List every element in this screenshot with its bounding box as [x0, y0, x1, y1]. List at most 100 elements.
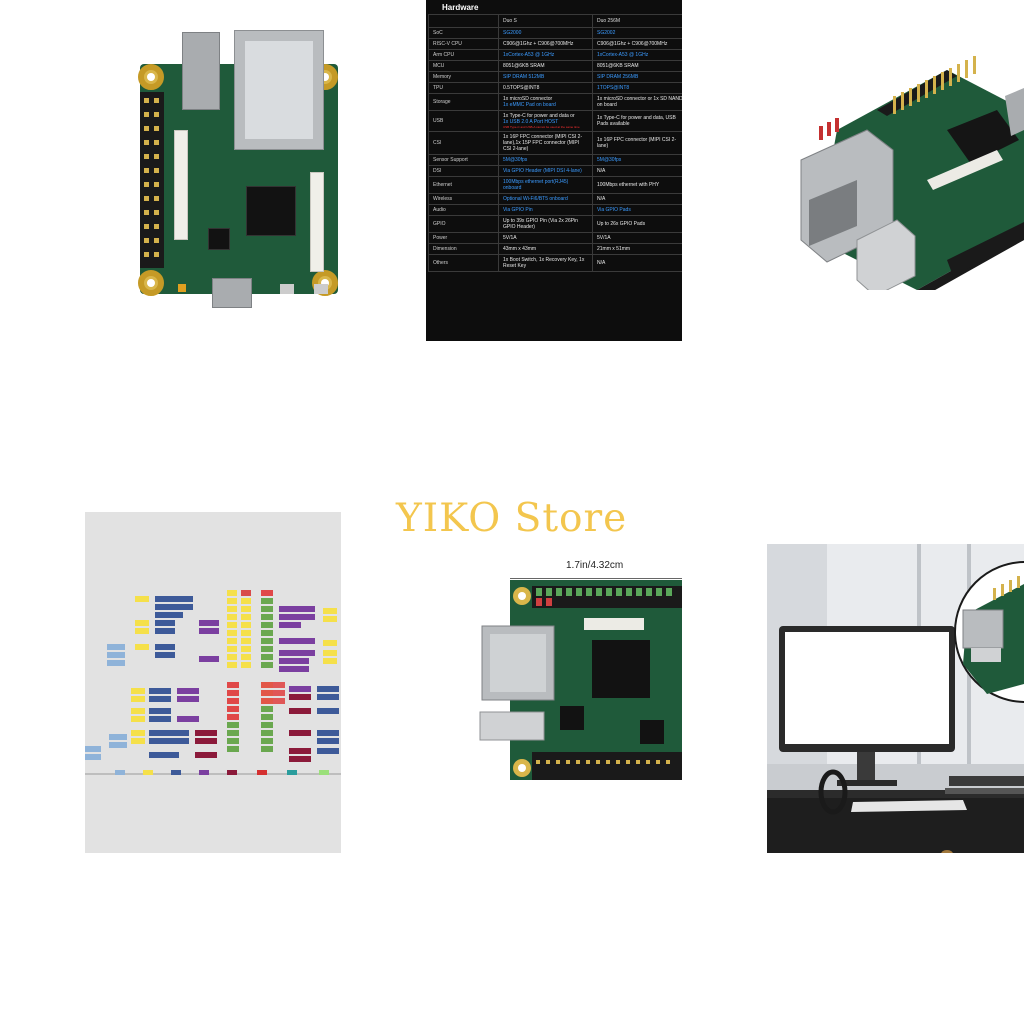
- spec-row-label: Sensor Support: [428, 154, 499, 166]
- ethernet-port: [234, 30, 324, 150]
- spec-value: Optional Wi-Fi6/BT5 onboard: [503, 196, 568, 202]
- spec-row-label: Power: [428, 232, 499, 244]
- spec-cell-duo-256m: 1xCortex-A53 @ 1GHz: [592, 49, 682, 61]
- store-watermark: YIKO Store: [396, 496, 628, 541]
- spec-row-label: Storage: [428, 93, 499, 111]
- fpc-connector: [174, 130, 188, 240]
- soc-chip: [246, 186, 296, 236]
- table-row: MCU 8051@6KB SRAM 8051@6KB SRAM: [428, 60, 682, 72]
- spec-row-label: USB: [428, 110, 499, 132]
- mounting-hole: [138, 270, 164, 296]
- usb-a-port: [182, 32, 220, 110]
- spec-cell-duo-s: SIP DRAM 512MB: [498, 71, 593, 83]
- usb-c-port: [212, 278, 252, 308]
- spec-row-label: Arm CPU: [428, 49, 499, 61]
- spec-cell-duo-s: SG2000: [498, 27, 593, 39]
- board-angle-view-image[interactable]: [797, 40, 1024, 290]
- spec-cell-duo-256m: SG2002: [592, 27, 682, 39]
- spec-value: 5M@30fps: [503, 157, 528, 163]
- ic-chip: [208, 228, 230, 250]
- column-header: [428, 14, 499, 28]
- spec-cell-duo-s: Via GPIO Pin: [498, 204, 593, 216]
- pinout-diagram-image[interactable]: [85, 512, 341, 853]
- spec-row-label: CSI: [428, 131, 499, 155]
- spec-cell-duo-256m: N/A: [592, 165, 682, 177]
- spec-row-label: Memory: [428, 71, 499, 83]
- component: [314, 284, 328, 294]
- spec-value: 100Mbps ethernet port(RJ45) onboard: [503, 179, 569, 191]
- spec-cell-duo-256m: N/A: [592, 254, 682, 272]
- column-header: Duo S: [498, 14, 593, 28]
- spec-title: Hardware: [442, 3, 479, 12]
- spec-cell-duo-s: Via GPIO Header (MIPI DSI 4-lane): [498, 165, 593, 177]
- dimension-line: [510, 578, 682, 579]
- table-row: Memory SIP DRAM 512MB SIP DRAM 256MB: [428, 71, 682, 83]
- spec-row-label: TPU: [428, 82, 499, 94]
- spec-cell-duo-256m: 5M@30fps: [592, 154, 682, 166]
- fpc-connector: [310, 172, 324, 272]
- spec-cell-duo-256m: Via GPIO Pads: [592, 204, 682, 216]
- spec-cell-duo-256m: 21mm x 51mm: [592, 243, 682, 255]
- table-row: Ethernet 100Mbps ethernet port(RJ45) onbo…: [428, 176, 682, 194]
- spec-cell-duo-256m: 1TOPS@INT8: [592, 82, 682, 94]
- spec-value: 43mm x 43mm: [503, 246, 537, 252]
- spec-cell-duo-256m: 100Mbps ethernet with PHY: [592, 176, 682, 194]
- spec-value: 1x USB 2.0 A Port HOST: [503, 119, 559, 125]
- mounting-hole: [138, 64, 164, 90]
- spec-value: Via GPIO Pin: [503, 207, 533, 213]
- spec-cell-duo-s: 100Mbps ethernet port(RJ45) onboard: [498, 176, 593, 194]
- spec-cell-duo-s: 1x 16P FPC connector (MIPI CSI 2-lane),1…: [498, 131, 593, 155]
- spec-cell-duo-256m: 1x Type-C for power and data, USB Pads a…: [592, 110, 682, 132]
- spec-cell-duo-256m: SIP DRAM 256MB: [592, 71, 682, 83]
- spec-row-label: SoC: [428, 27, 499, 39]
- table-row: Sensor Support 5M@30fps 5M@30fps: [428, 154, 682, 166]
- spec-row-label: Dimension: [428, 243, 499, 255]
- desk-scene-illustration: [767, 544, 1024, 853]
- spec-note: USB Type-C and USB-A cannot be used at t…: [503, 125, 580, 129]
- spec-cell-duo-256m: 1x microSD connector or 1x SD NAND on bo…: [592, 93, 682, 111]
- table-row: SoC SG2000 SG2002: [428, 27, 682, 39]
- pinout-illustration: [85, 590, 341, 775]
- component: [280, 284, 294, 294]
- spec-cell-duo-s: 0.5TOPS@INT8: [498, 82, 593, 94]
- spec-value: SIP DRAM 512MB: [503, 74, 545, 80]
- spec-cell-duo-256m: 1x 16P FPC connector (MIPI CSI 2-lane): [592, 131, 682, 155]
- spec-cell-duo-256m: Up to 26x GPIO Pads: [592, 215, 682, 233]
- spec-value: 5V/1A: [503, 235, 517, 241]
- spec-value: Via GPIO Header (MIPI DSI 4-lane): [503, 168, 582, 174]
- spec-cell-duo-256m: 8051@6KB SRAM: [592, 60, 682, 72]
- spec-row-label: Others: [428, 254, 499, 272]
- spec-row-label: GPIO: [428, 215, 499, 233]
- spec-cell-duo-s: Up to 39x GPIO Pin (Via 2x 26Pin GPIO He…: [498, 215, 593, 233]
- board-top-view-image[interactable]: [138, 30, 342, 308]
- spec-value: 8051@6KB SRAM: [503, 63, 545, 69]
- spec-value: C906@1Ghz + C906@700MHz: [503, 41, 574, 47]
- spec-cell-duo-256m: C906@1Ghz + C906@700MHz: [592, 38, 682, 50]
- board-dimension-image[interactable]: 1.7in/4.32cm: [472, 556, 684, 782]
- gpio-header: [140, 92, 164, 268]
- spec-row-label: MCU: [428, 60, 499, 72]
- spec-row-label: Ethernet: [428, 176, 499, 194]
- table-header-row: Duo S Duo 256M: [428, 14, 682, 28]
- spec-cell-duo-s: 5V/1A: [498, 232, 593, 244]
- spec-cell-duo-s: 8051@6KB SRAM: [498, 60, 593, 72]
- spec-value: 1x eMMC Pad on board: [503, 102, 556, 108]
- board-dimension-illustration: [479, 580, 682, 780]
- spec-cell-duo-s: 5M@30fps: [498, 154, 593, 166]
- usage-scene-image[interactable]: [767, 544, 1024, 853]
- spec-cell-duo-s: 1x Boot Switch, 1x Recovery Key, 1x Rese…: [498, 254, 593, 272]
- spec-value: SG2000: [503, 30, 522, 36]
- spec-value: 1x 16P FPC connector (MIPI CSI 2-lane),1…: [503, 134, 583, 152]
